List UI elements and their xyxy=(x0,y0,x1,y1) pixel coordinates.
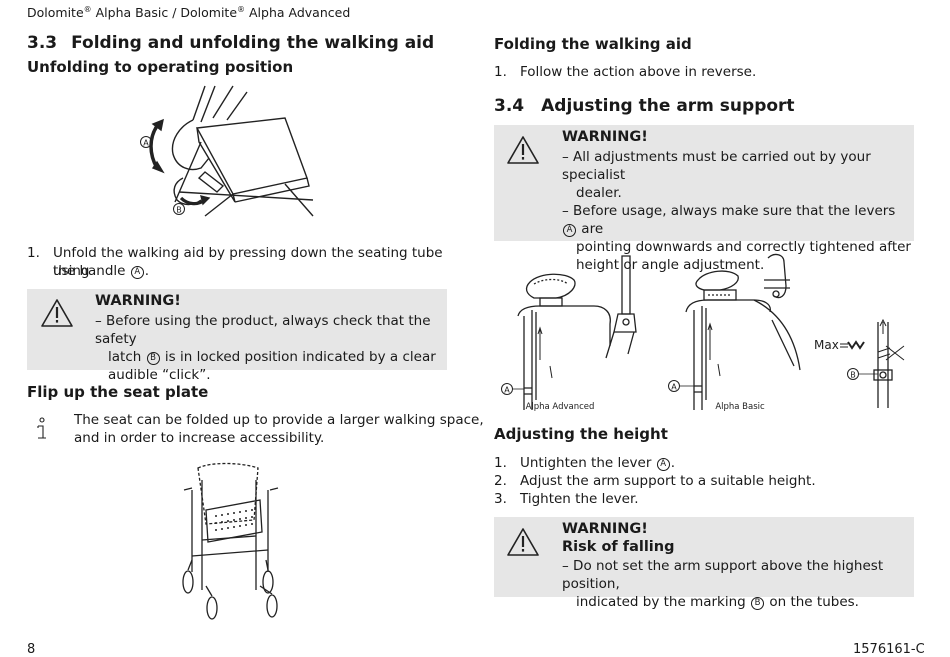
height-step: 2.Adjust the arm support to a suitable h… xyxy=(494,473,816,489)
max-label: Max xyxy=(814,338,839,352)
warning-title: WARNING! xyxy=(562,129,648,145)
alpha-basic-arm: A Alpha Basic xyxy=(668,253,801,412)
unfold-step-1: 1.Unfold the walking aid by pressing dow… xyxy=(27,245,443,279)
marker-b: B xyxy=(146,352,160,365)
running-header: Dolomite® Alpha Basic / Dolomite® Alpha … xyxy=(27,5,351,21)
height-steps-list: 1.Untighten the lever A. 2.Adjust the ar… xyxy=(494,454,914,508)
unfolding-heading: Unfolding to operating position xyxy=(27,58,294,76)
alpha-advanced-arm: A Alpha Advanced xyxy=(501,255,637,412)
height-step: 3.Tighten the lever. xyxy=(494,491,639,507)
warning-box-adjustments: WARNING! – All adjustments must be carri… xyxy=(494,125,914,273)
max-marking-detail: Max B xyxy=(814,318,905,408)
info-icon xyxy=(37,417,46,439)
caption-alpha-advanced: Alpha Advanced xyxy=(526,402,595,412)
warning-box-safety-latch: WARNING! – Before using the product, alw… xyxy=(27,289,447,383)
illustration-marker-b: B xyxy=(176,206,182,215)
illustration-marker-a: A xyxy=(143,139,149,148)
warning-text: – Do not set the arm support above the h… xyxy=(562,558,884,610)
flip-up-heading: Flip up the seat plate xyxy=(27,383,209,401)
page-number: 8 xyxy=(27,642,36,657)
warning-title: WARNING! xyxy=(95,293,181,309)
marker-b: B xyxy=(751,597,765,610)
warning-text: – All adjustments must be carried out by… xyxy=(562,149,911,273)
figure-marker-b: B xyxy=(850,371,856,380)
folding-heading: Folding the walking aid xyxy=(494,35,692,53)
warning-text: – Before using the product, always check… xyxy=(95,313,436,383)
warning-triangle-icon xyxy=(507,528,539,556)
document-number: 1576161-C xyxy=(853,642,925,657)
marker-a: A xyxy=(656,458,670,471)
warning-box-risk-of-falling: WARNING! Risk of falling – Do not set th… xyxy=(494,517,914,610)
seat-flip-illustration xyxy=(182,462,279,620)
info-text: The seat can be folded up to provide a l… xyxy=(74,412,484,446)
figure-marker-a-advanced: A xyxy=(504,386,510,395)
unfolding-illustration: A B xyxy=(140,85,314,217)
warning-subtitle: Risk of falling xyxy=(562,539,675,555)
warning-triangle-icon xyxy=(507,136,539,164)
adjusting-height-heading: Adjusting the height xyxy=(494,425,668,443)
height-step: 1.Untighten the lever A. xyxy=(494,455,675,471)
figure-marker-a-basic: A xyxy=(671,383,677,392)
marker-a: A xyxy=(563,224,576,237)
marker-a: A xyxy=(130,266,144,279)
arm-support-figure: A Alpha Advanced A Alpha Basic Max B xyxy=(501,253,905,412)
fold-step-1: 1.Follow the action above in reverse. xyxy=(494,64,757,80)
warning-title: WARNING! xyxy=(562,521,648,537)
warning-triangle-icon xyxy=(41,299,73,327)
caption-alpha-basic: Alpha Basic xyxy=(715,402,765,412)
